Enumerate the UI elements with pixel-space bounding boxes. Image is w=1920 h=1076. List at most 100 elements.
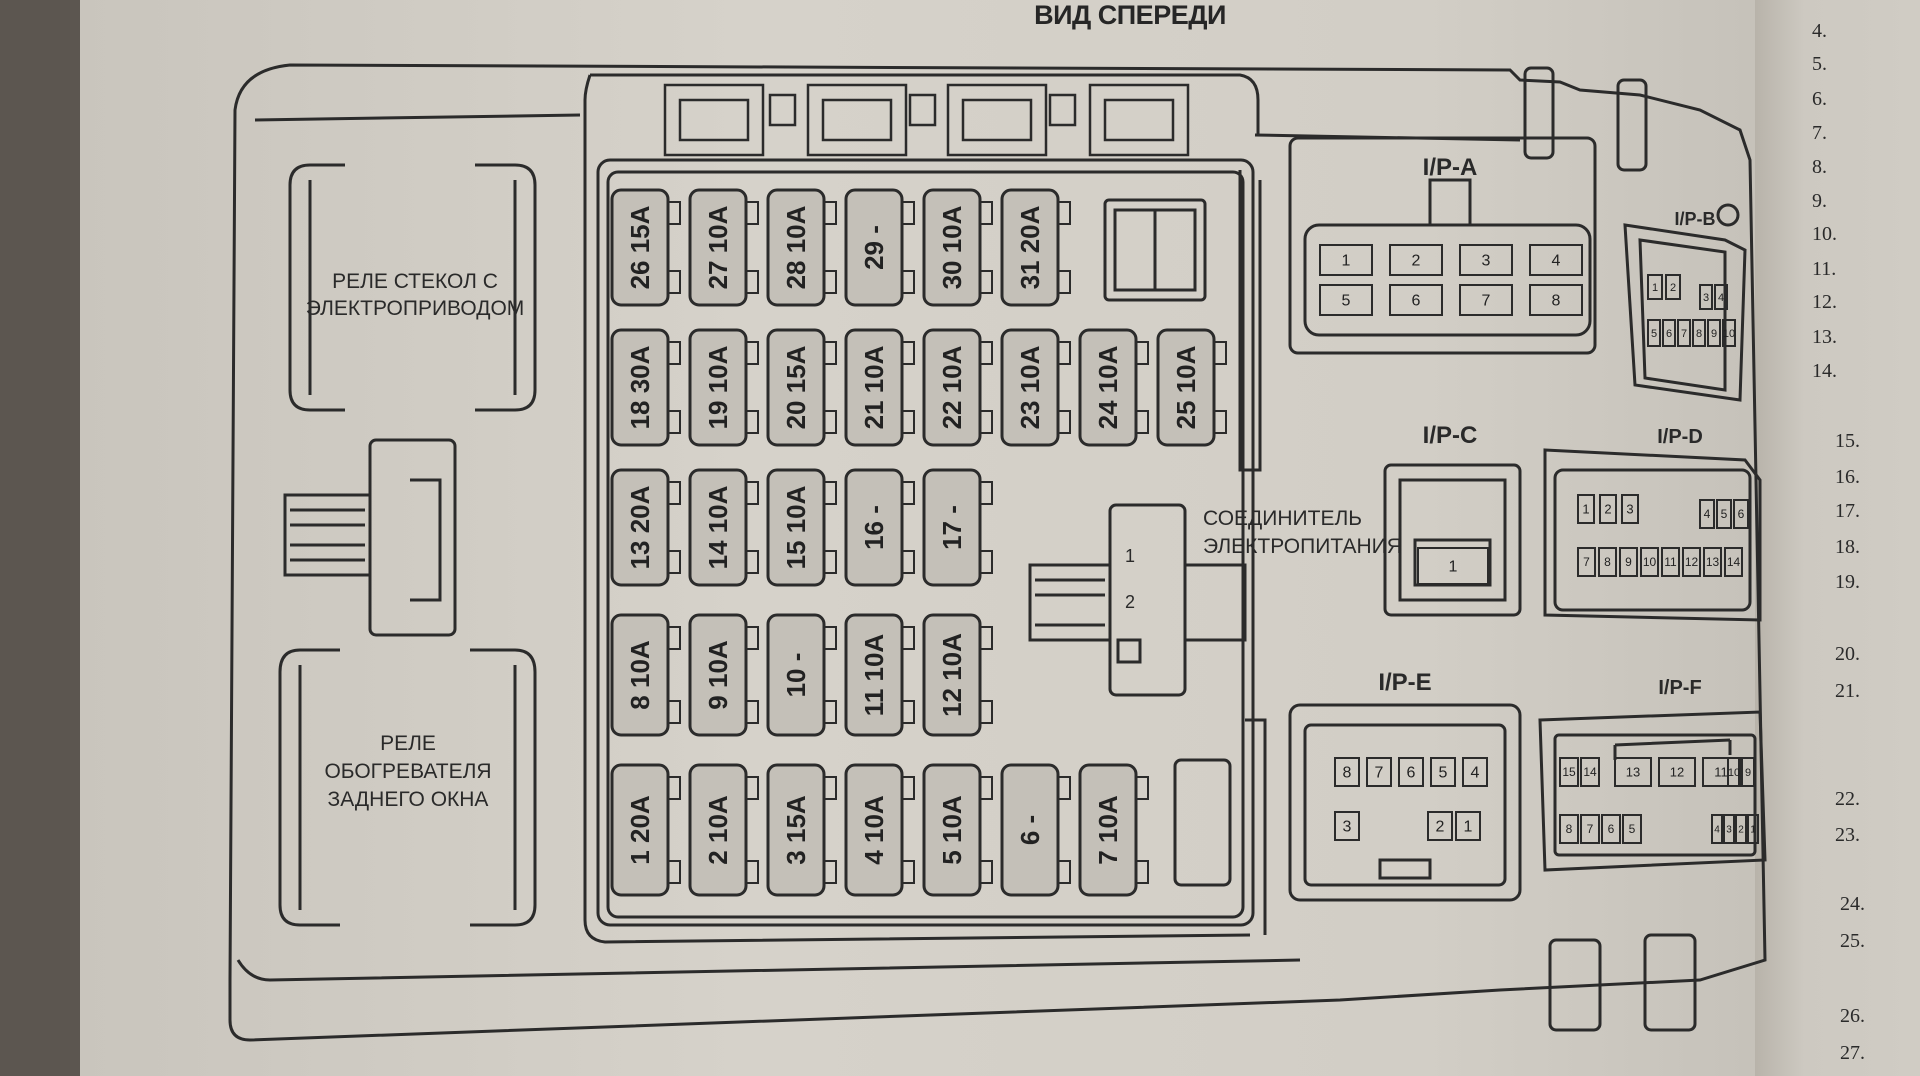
svg-text:3: 3 xyxy=(1482,253,1491,270)
svg-text:9: 9 xyxy=(1745,767,1751,779)
svg-text:2: 2 xyxy=(1412,253,1421,270)
ipd-pin-2: 2 xyxy=(1599,494,1617,524)
fuse-label: 25 10A xyxy=(1171,345,1201,429)
ipd-pin-7: 7 xyxy=(1577,547,1596,577)
fuse-23: 23 10A xyxy=(1000,328,1071,447)
ipd-pin-11: 11 xyxy=(1661,547,1680,577)
ipf-pin-14: 14 xyxy=(1580,757,1600,787)
svg-text:4: 4 xyxy=(1714,825,1720,836)
svg-text:6: 6 xyxy=(1608,822,1615,836)
fuse-label: 17 - xyxy=(937,505,967,550)
svg-text:13: 13 xyxy=(1626,765,1640,780)
ipe-label: I/P-E xyxy=(1378,669,1431,696)
fuse-label: 6 - xyxy=(1015,815,1045,845)
svg-text:10: 10 xyxy=(1723,328,1735,340)
ipf-pin-6: 6 xyxy=(1601,814,1621,844)
ipb-pin-10: 10 xyxy=(1722,319,1736,347)
svg-text:3: 3 xyxy=(1703,292,1709,304)
svg-text:1: 1 xyxy=(1464,819,1473,836)
fuse-25: 25 10A xyxy=(1156,328,1227,447)
svg-text:6: 6 xyxy=(1738,507,1745,521)
fuse-2: 2 10A xyxy=(688,763,759,897)
fuse-10: 10 - xyxy=(766,613,837,737)
svg-text:8: 8 xyxy=(1566,822,1573,836)
svg-text:7: 7 xyxy=(1583,555,1590,569)
fuse-label: 10 - xyxy=(781,653,811,698)
fuse-28: 28 10A xyxy=(766,188,837,307)
fuse-label: 1 20A xyxy=(625,795,655,865)
svg-text:1: 1 xyxy=(1582,502,1589,517)
svg-text:1: 1 xyxy=(1652,282,1658,294)
svg-text:12: 12 xyxy=(1685,555,1699,569)
fuse-label: 20 15A xyxy=(781,345,811,429)
fuse-26: 26 15A xyxy=(610,188,681,307)
fuse-11: 11 10A xyxy=(844,613,915,737)
window-relay-label-2: ЭЛЕКТРОПРИВОДОМ xyxy=(306,297,525,320)
svg-text:14: 14 xyxy=(1583,765,1597,779)
fuse-label: 7 10A xyxy=(1093,795,1123,865)
ipa-pin-1: 1 xyxy=(1319,244,1373,276)
ipd-label: I/P-D xyxy=(1657,426,1703,448)
svg-text:12: 12 xyxy=(1670,765,1684,780)
fuse-8: 8 10A xyxy=(610,613,681,737)
ipe-pin-4: 4 xyxy=(1462,757,1488,787)
svg-text:6: 6 xyxy=(1666,328,1672,340)
ipc-label: I/P-C xyxy=(1423,422,1478,449)
ipd-pin-10: 10 xyxy=(1640,547,1659,577)
svg-text:11: 11 xyxy=(1714,765,1728,780)
svg-text:8: 8 xyxy=(1552,293,1561,310)
fuse-label: 23 10A xyxy=(1015,345,1045,429)
ipf-pin-12: 12 xyxy=(1658,757,1696,787)
ipd-pin-12: 12 xyxy=(1682,547,1701,577)
svg-text:9: 9 xyxy=(1625,555,1632,569)
svg-text:5: 5 xyxy=(1342,293,1351,310)
ipb-pin-1: 1 xyxy=(1647,274,1663,300)
fuse-label: 12 10A xyxy=(937,633,967,717)
fuse-24: 24 10A xyxy=(1078,328,1149,447)
ipa-pin-6: 6 xyxy=(1389,284,1443,316)
fuse-18: 18 30A xyxy=(610,328,681,447)
fuse-label: 29 - xyxy=(859,225,889,270)
ipf-pin-9: 9 xyxy=(1741,757,1755,787)
ipe-pin-5: 5 xyxy=(1430,757,1456,787)
heater-relay-label-2: ОБОГРЕВАТЕЛЯ xyxy=(324,760,491,783)
ipf-pin-15: 15 xyxy=(1559,757,1579,787)
fuse-14: 14 10A xyxy=(688,468,759,587)
svg-text:3: 3 xyxy=(1626,502,1633,517)
ipa-pin-2: 2 xyxy=(1389,244,1443,276)
fuse-label: 27 10A xyxy=(703,205,733,289)
ipa-pin-4: 4 xyxy=(1529,244,1583,276)
power-connector-label-2: ЭЛЕКТРОПИТАНИЯ xyxy=(1203,535,1402,558)
ipb-pin-5: 5 xyxy=(1647,319,1661,347)
ipb-pin-6: 6 xyxy=(1662,319,1676,347)
fuse-21: 21 10A xyxy=(844,328,915,447)
fuse-label: 15 10A xyxy=(781,485,811,569)
svg-text:3: 3 xyxy=(1726,825,1732,836)
fuse-29: 29 - xyxy=(844,188,915,307)
page-right-edge xyxy=(1755,0,1920,1076)
ipf-pin-7: 7 xyxy=(1580,814,1600,844)
ipb-label: I/P-B xyxy=(1674,209,1715,229)
svg-text:4: 4 xyxy=(1552,253,1561,270)
fuse-label: 14 10A xyxy=(703,485,733,569)
fuse-label: 30 10A xyxy=(937,205,967,289)
fuse-16: 16 - xyxy=(844,468,915,587)
svg-text:13: 13 xyxy=(1706,555,1720,569)
power-pin-2: 2 xyxy=(1125,592,1135,612)
ipf-pin-5: 5 xyxy=(1622,814,1642,844)
fuse-label: 3 15A xyxy=(781,795,811,865)
ipf-pin-1: 1 xyxy=(1747,814,1759,844)
window-relay-label-1: РЕЛЕ СТЕКОЛ С xyxy=(332,270,498,293)
fuse-label: 24 10A xyxy=(1093,345,1123,429)
svg-text:2: 2 xyxy=(1670,282,1676,294)
page-left xyxy=(80,0,1755,1076)
svg-text:10: 10 xyxy=(1643,555,1657,569)
ipb-pin-2: 2 xyxy=(1665,274,1681,300)
svg-text:2: 2 xyxy=(1436,819,1445,836)
svg-text:1: 1 xyxy=(1449,559,1458,576)
ipa-pin-3: 3 xyxy=(1459,244,1513,276)
svg-text:2: 2 xyxy=(1738,825,1744,836)
